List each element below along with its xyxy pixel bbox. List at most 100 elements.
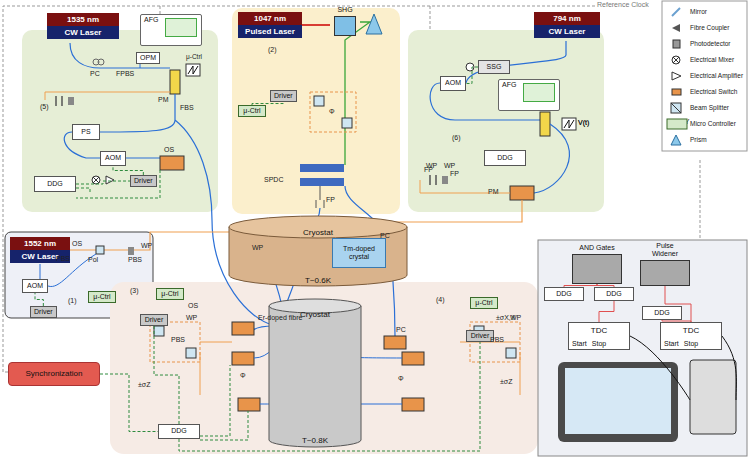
driver-box: Driver [30, 306, 57, 318]
legend-text: Fibre Coupler [690, 24, 729, 31]
switch [510, 186, 534, 200]
signal-wire [113, 166, 143, 175]
monitor [558, 362, 678, 442]
clock-line [160, 6, 700, 240]
node-text: AFG [144, 16, 158, 24]
beam-splitter [154, 326, 164, 336]
legend-box [662, 1, 747, 151]
part-label: Pol [88, 256, 98, 264]
beam-splitter [186, 348, 196, 358]
crystal-box: Tm-doped crystal [332, 238, 386, 268]
prism [366, 14, 382, 34]
node-text: T~0.6K [305, 276, 331, 285]
part-label: V(t) [578, 119, 589, 127]
node-text: Pulse Widener [643, 242, 687, 258]
node-text: CW Laser [534, 25, 600, 38]
laser-box: 1047 nmPulsed Laser [238, 9, 302, 41]
wire [76, 170, 160, 198]
computer [690, 360, 736, 434]
ctrl-box: μ-Ctrl [470, 297, 498, 309]
laser-box: 794 nmCW Laser [534, 9, 600, 41]
node-text: Stop [684, 340, 698, 348]
driver-box: Driver [130, 175, 157, 187]
node-text: Driver [34, 308, 53, 316]
box-box: AOM [100, 151, 126, 166]
part-label: PC [396, 326, 406, 334]
driver-box: Driver [270, 90, 297, 102]
sawtooth [562, 118, 576, 130]
signal-wire [76, 181, 130, 184]
node-text: PS [81, 128, 90, 136]
node-text: μ-Ctrl [161, 290, 178, 298]
node-text: OPM [140, 54, 156, 62]
part-label: OS [164, 146, 174, 154]
legend-symbol [666, 54, 688, 66]
part-label: WP [252, 244, 263, 252]
sawtooth [186, 64, 200, 76]
fibre [140, 64, 141, 68]
part-label: WP [444, 162, 455, 170]
crystal [300, 164, 344, 172]
panel [22, 30, 218, 212]
phase-modulator [170, 70, 180, 94]
part-label: (4) [436, 296, 445, 304]
photodetector [442, 176, 448, 184]
part-label: PC [90, 70, 100, 78]
above-box: AND Gates [568, 244, 626, 284]
part-label: FBS [180, 104, 194, 112]
node-text: Cryostat [300, 310, 330, 319]
part-label: ±σZ [138, 381, 150, 389]
beam [386, 200, 522, 222]
crystal [300, 178, 344, 186]
node-text: DDG [171, 427, 187, 435]
sync-box: Synchronization [8, 362, 100, 386]
node-text: SSG [487, 63, 502, 71]
legend-text: Micro Controller [690, 120, 736, 127]
node-text: AOM [27, 282, 43, 290]
node-text: Synchronization [26, 369, 83, 378]
part-label: (2) [268, 46, 277, 54]
beam-splitter [506, 348, 516, 358]
signal-wire [599, 301, 614, 322]
node-text: Driver [471, 332, 490, 340]
amplifier [106, 176, 114, 184]
switch [232, 322, 254, 335]
part-label: PC [380, 232, 390, 240]
part-label: PBS [171, 336, 185, 344]
beam [45, 92, 170, 100]
part-label: FPBS [116, 70, 134, 78]
interferometer [150, 322, 200, 362]
legend-text: Electrical Mixer [690, 56, 734, 63]
fibre [100, 94, 273, 325]
wire [200, 365, 248, 440]
beam-splitter [96, 246, 104, 254]
part-label: FP [424, 166, 433, 174]
switch [402, 352, 424, 365]
node-text: AOM [105, 154, 121, 162]
part-label: PBS [128, 256, 142, 264]
part-label: Er-doped fibre [258, 314, 302, 322]
switch [402, 398, 424, 411]
part-label: SPDC [264, 176, 283, 184]
driver-box: Driver [466, 330, 494, 342]
tdc-box: TDCStopStart [660, 322, 722, 350]
node-text: TDC [591, 326, 607, 335]
node-text: μ-Ctrl [243, 107, 260, 115]
part-label: Reference Clock [597, 1, 649, 9]
switch [160, 156, 184, 170]
beam-splitter [342, 118, 352, 128]
fp-cavity [56, 96, 62, 106]
node-text: Pulsed Laser [238, 25, 302, 38]
ctrl-box: μ-Ctrl [156, 288, 184, 300]
part-label: (3) [130, 287, 139, 295]
legend-symbol [666, 22, 688, 34]
box-box: DDG [158, 424, 200, 439]
driver-box: Driver [140, 314, 168, 326]
node-text: 1552 nm [10, 237, 70, 250]
afg-screen [523, 83, 555, 102]
part-label: PBS [56, 255, 70, 263]
clock-line [3, 6, 595, 372]
part-label: PBS [490, 336, 504, 344]
part-label: (5) [40, 103, 49, 111]
